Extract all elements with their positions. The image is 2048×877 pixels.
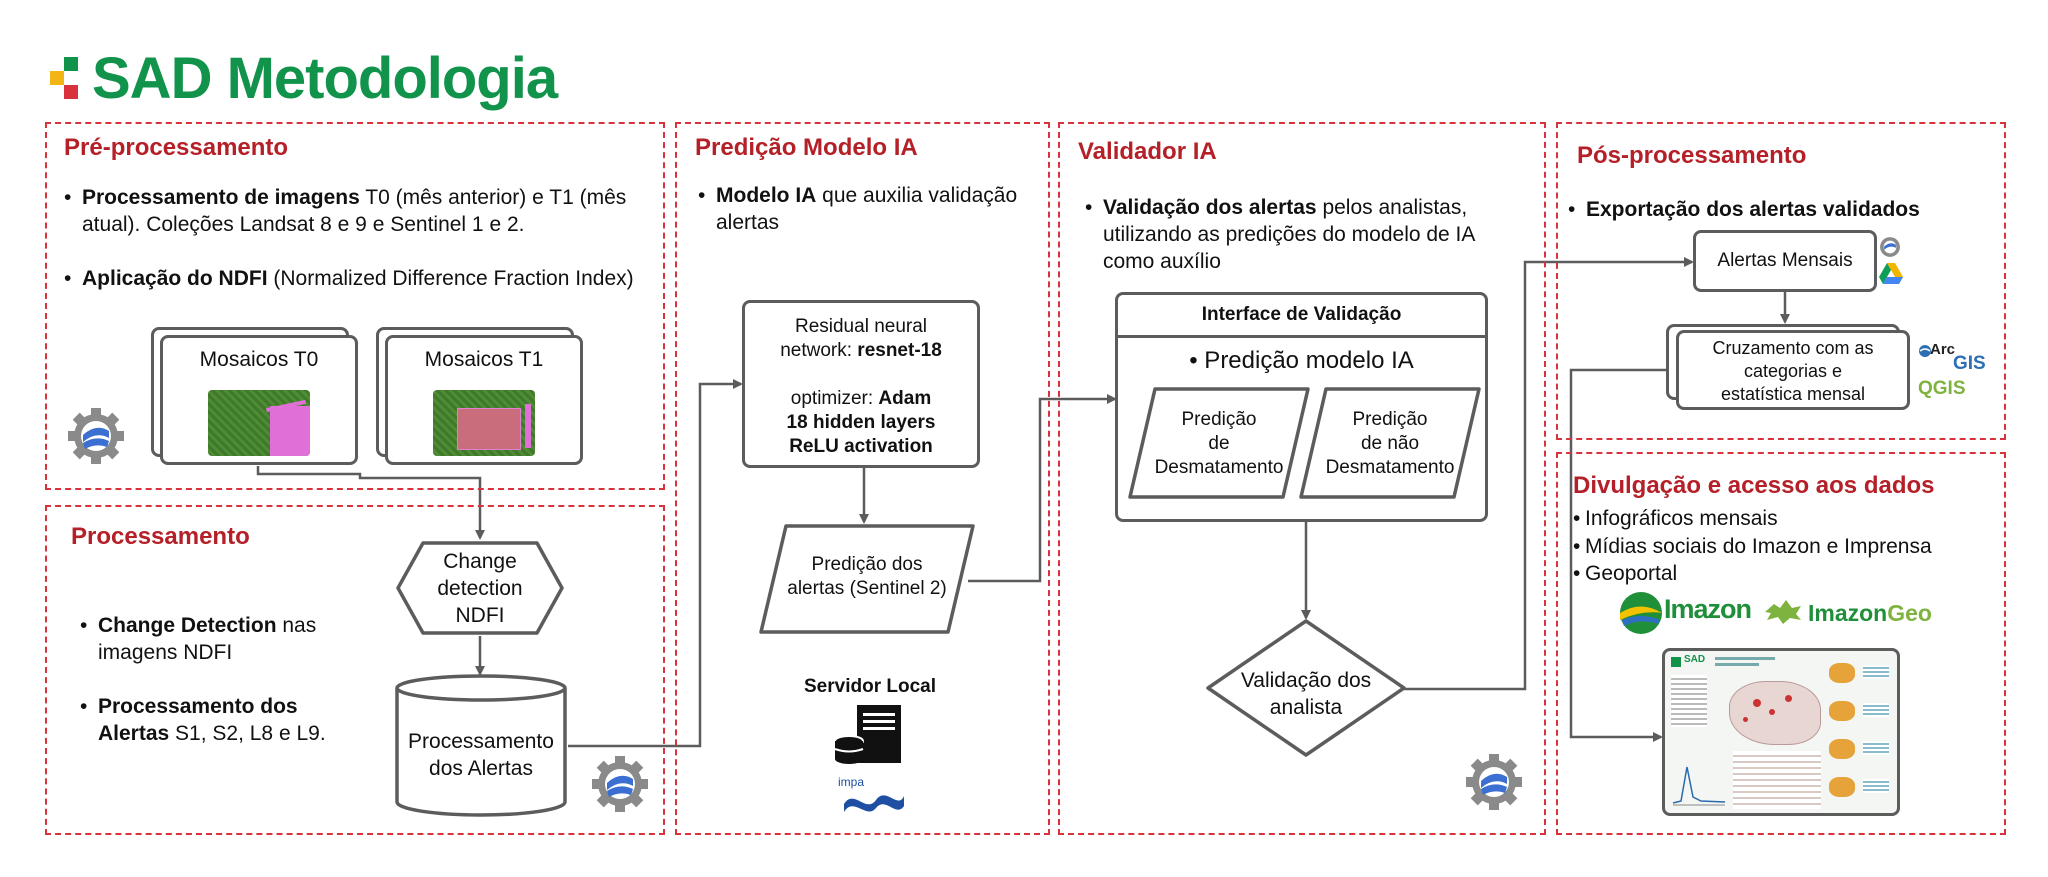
earth-engine-small-icon bbox=[1880, 237, 1900, 257]
list-item: •Geoportal bbox=[1573, 562, 1678, 585]
panel-title-ai-validator: Validador IA bbox=[1078, 138, 1217, 165]
earth-engine-icon bbox=[592, 756, 648, 812]
bullet-export-alerts: •Exportação dos alertas validados bbox=[1568, 198, 1920, 221]
imazongeo-leaf-icon bbox=[1765, 600, 1801, 624]
change-detection-hexagon bbox=[396, 541, 564, 635]
arcgis-arc-label: Arc bbox=[1930, 341, 1956, 358]
bullet-alert-validation: •Validação dos alertas pelos analistas, … bbox=[1085, 196, 1475, 273]
panel-ai-validator bbox=[1058, 122, 1546, 835]
neural-network-box: Residual neural network: resnet-18 optim… bbox=[742, 300, 980, 468]
deforestation-prediction-parallelogram bbox=[1128, 387, 1310, 499]
google-drive-icon bbox=[1879, 263, 1903, 284]
panel-pre-processing bbox=[45, 122, 665, 490]
mosaic-t1-card: Mosaicos T1 bbox=[385, 335, 583, 465]
impa-logo-icon bbox=[844, 795, 904, 812]
qgis-label: QGIS bbox=[1918, 378, 1966, 399]
mosaic-t0-image bbox=[208, 390, 310, 456]
mosaic-t0-label: Mosaicos T0 bbox=[199, 348, 319, 371]
bullet-image-processing: •Processamento de imagens T0 (mês anteri… bbox=[64, 186, 627, 236]
alert-processing-cylinder bbox=[395, 674, 567, 817]
arcgis-gis-label: GIS bbox=[1953, 353, 1986, 374]
no-deforestation-prediction-parallelogram bbox=[1299, 387, 1481, 499]
mosaic-t1-label: Mosaicos T1 bbox=[424, 348, 544, 371]
panel-processing bbox=[45, 505, 665, 835]
arrow-cruzamento-to-report bbox=[1569, 368, 1676, 742]
panel-title-processing: Processamento bbox=[71, 523, 250, 550]
sad-logo-icon bbox=[50, 57, 78, 99]
server-icon bbox=[834, 705, 901, 764]
arrow-diamond-to-alertas bbox=[1404, 257, 1694, 691]
panel-post-processing bbox=[1556, 122, 2006, 440]
mosaic-t0-card: Mosaicos T0 bbox=[160, 335, 358, 465]
local-server-label: Servidor Local bbox=[804, 676, 936, 697]
panel-title-pre-processing: Pré-processamento bbox=[64, 134, 289, 161]
panel-title-post-processing: Pós-processamento bbox=[1577, 142, 1807, 169]
arrow-prediction-to-interface bbox=[968, 394, 1117, 583]
bullet-ai-model: •Modelo IA que auxilia validação alertas bbox=[698, 184, 1018, 234]
arrow-cylinder-to-network bbox=[568, 379, 743, 748]
monthly-alerts-box: Alertas Mensais bbox=[1693, 230, 1877, 292]
bullet-alert-processing: •Processamento dos Alertas S1, S2, L8 e … bbox=[80, 695, 326, 745]
imazon-label: Imazon bbox=[1664, 594, 1752, 624]
impa-label: impa bbox=[838, 775, 865, 789]
validation-interface-title: Interface de Validação bbox=[1118, 295, 1485, 338]
alert-prediction-parallelogram bbox=[759, 524, 975, 634]
mosaic-t1-image bbox=[433, 390, 535, 456]
page-title: SAD Metodologia bbox=[92, 46, 558, 111]
panel-dissemination bbox=[1556, 452, 2006, 835]
arcgis-globe-icon bbox=[1919, 345, 1931, 357]
panel-ai-model bbox=[675, 122, 1050, 835]
panel-title-ai-model: Predição Modelo IA bbox=[695, 134, 918, 161]
imazongeo-label: ImazonGeo bbox=[1808, 600, 1932, 626]
dissemination-list: •Infográficos mensais •Mídias sociais do… bbox=[1573, 505, 1995, 588]
panel-title-dissemination: Divulgação e acesso aos dados bbox=[1573, 472, 1935, 499]
list-item: •Mídias sociais do Imazon e Imprensa bbox=[1573, 534, 1932, 558]
list-item: •Infográficos mensais bbox=[1573, 507, 1778, 530]
earth-engine-icon bbox=[68, 408, 124, 464]
earth-engine-icon bbox=[1466, 754, 1522, 810]
analyst-validation-diamond bbox=[1206, 619, 1406, 757]
imazon-logo-icon bbox=[1620, 592, 1662, 634]
validation-interface-subtitle: • Predição modelo IA bbox=[1189, 347, 1414, 374]
bullet-ndfi: •Aplicação do NDFI (Normalized Differenc… bbox=[64, 267, 634, 290]
sad-report-thumbnail: SAD bbox=[1662, 648, 1900, 816]
report-tag: SAD bbox=[1684, 654, 1706, 665]
bullet-change-detection: •Change Detection nas imagens NDFI bbox=[80, 614, 317, 664]
